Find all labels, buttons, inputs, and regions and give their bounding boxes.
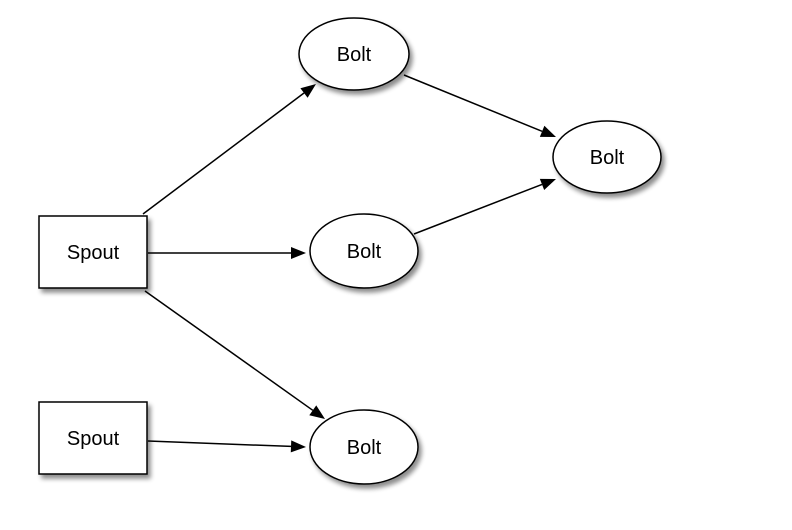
edge-spout-1-to-bolt-middle [148,247,306,259]
bolt-bottom-ellipse [309,409,419,485]
arrow-head [290,440,306,453]
spout-2-label: Spout [67,428,120,450]
bolt-right-ellipse [552,120,662,194]
node-bolt-top[interactable]: Bolt [298,17,410,91]
spout-1-label: Spout [67,242,120,264]
node-bolt-right[interactable]: Bolt [552,120,662,194]
arrow-head [539,178,556,191]
edge-line [403,74,543,133]
edge-spout-1-to-bolt-top [142,84,316,215]
edge-line [142,92,305,215]
arrow-head [309,405,325,419]
arrow-head [291,247,306,259]
node-spout-2[interactable]: Spout [38,401,148,475]
edge-line [147,440,292,448]
arrow-head [300,84,316,98]
bolt-middle-ellipse [309,213,419,289]
bolt-top-ellipse [298,17,410,91]
node-bolt-bottom[interactable]: Bolt [309,409,419,485]
arrow-head [539,125,556,137]
node-bolt-middle[interactable]: Bolt [309,213,419,289]
edge-line [413,183,543,235]
edge-bolt-middle-to-bolt-right [413,178,556,235]
bolt-bottom-label: Bolt [347,437,382,459]
bolt-top-label: Bolt [337,44,372,66]
spout-1-box [38,215,148,289]
edge-line [144,290,314,411]
edge-spout-1-to-bolt-bottom [144,290,325,419]
edge-bolt-top-to-bolt-right [403,74,556,137]
bolt-middle-label: Bolt [347,241,382,263]
edge-spout-2-to-bolt-bottom [147,440,306,453]
node-spout-1[interactable]: Spout [38,215,148,289]
edges-layer [142,74,556,453]
spout-2-box [38,401,148,475]
bolt-right-label: Bolt [590,147,625,169]
